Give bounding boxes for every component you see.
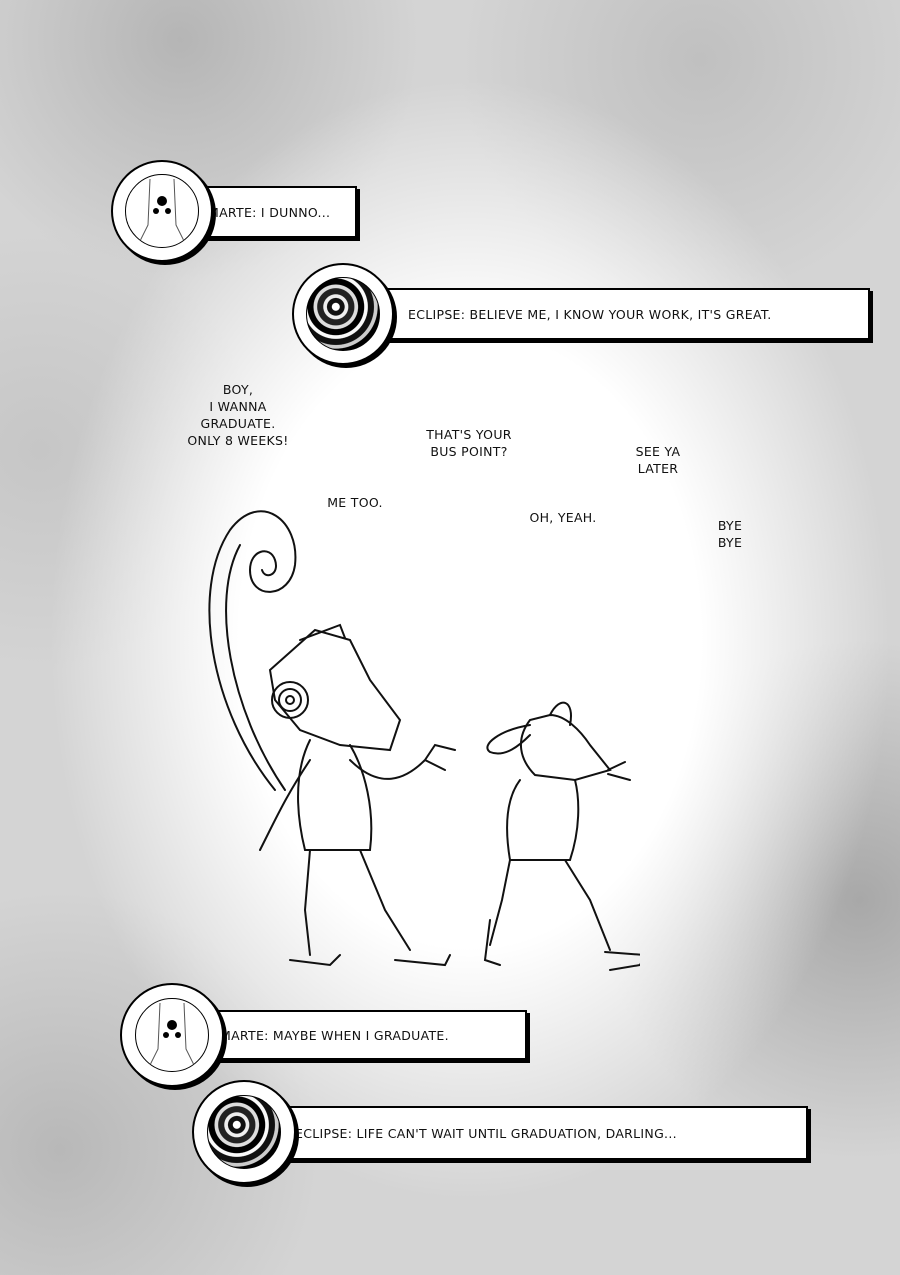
caption-text: MARTE: MAYBE WHEN I GRADUATE. (220, 1027, 449, 1043)
caption-text: ECLIPSE: BELIEVE ME, I KNOW YOUR WORK, I… (408, 306, 772, 322)
eclipse-moon-icon (306, 277, 380, 351)
caption-text-box: ECLIPSE: BELIEVE ME, I KNOW YOUR WORK, I… (380, 288, 870, 340)
caption-text: MARTE: I DUNNO... (208, 204, 331, 220)
characters-illustration (208, 510, 640, 971)
portrait-frame (120, 983, 224, 1087)
dialogue-oh-yeah: OH, YEAH. (529, 510, 597, 525)
caption-text-box: ECLIPSE: LIFE CAN'T WAIT UNTIL GRADUATIO… (287, 1106, 808, 1160)
caption-text: ECLIPSE: LIFE CAN'T WAIT UNTIL GRADUATIO… (295, 1125, 677, 1141)
chameleon-character (208, 510, 456, 967)
portrait-frame (192, 1080, 296, 1184)
dialogue-see-ya: SEE YA LATER (635, 444, 681, 476)
dialogue-bye: BYE BYE (717, 518, 743, 550)
eclipse-moon-icon (207, 1095, 281, 1169)
mouse-character (483, 701, 640, 971)
dialogue-bus-point: THAT'S YOUR BUS POINT? (426, 427, 512, 459)
caption-text-box: MARTE: MAYBE WHEN I GRADUATE. (212, 1010, 527, 1060)
dialogue-boy: BOY, I WANNA GRADUATE. ONLY 8 WEEKS! (187, 382, 289, 448)
caption-text-box: MARTE: I DUNNO... (200, 186, 357, 238)
marte-portrait-icon (135, 998, 209, 1072)
portrait-frame (111, 160, 213, 262)
portrait-frame (292, 263, 394, 365)
dialogue-me-too: ME TOO. (327, 495, 383, 510)
marte-portrait-icon (125, 174, 199, 248)
